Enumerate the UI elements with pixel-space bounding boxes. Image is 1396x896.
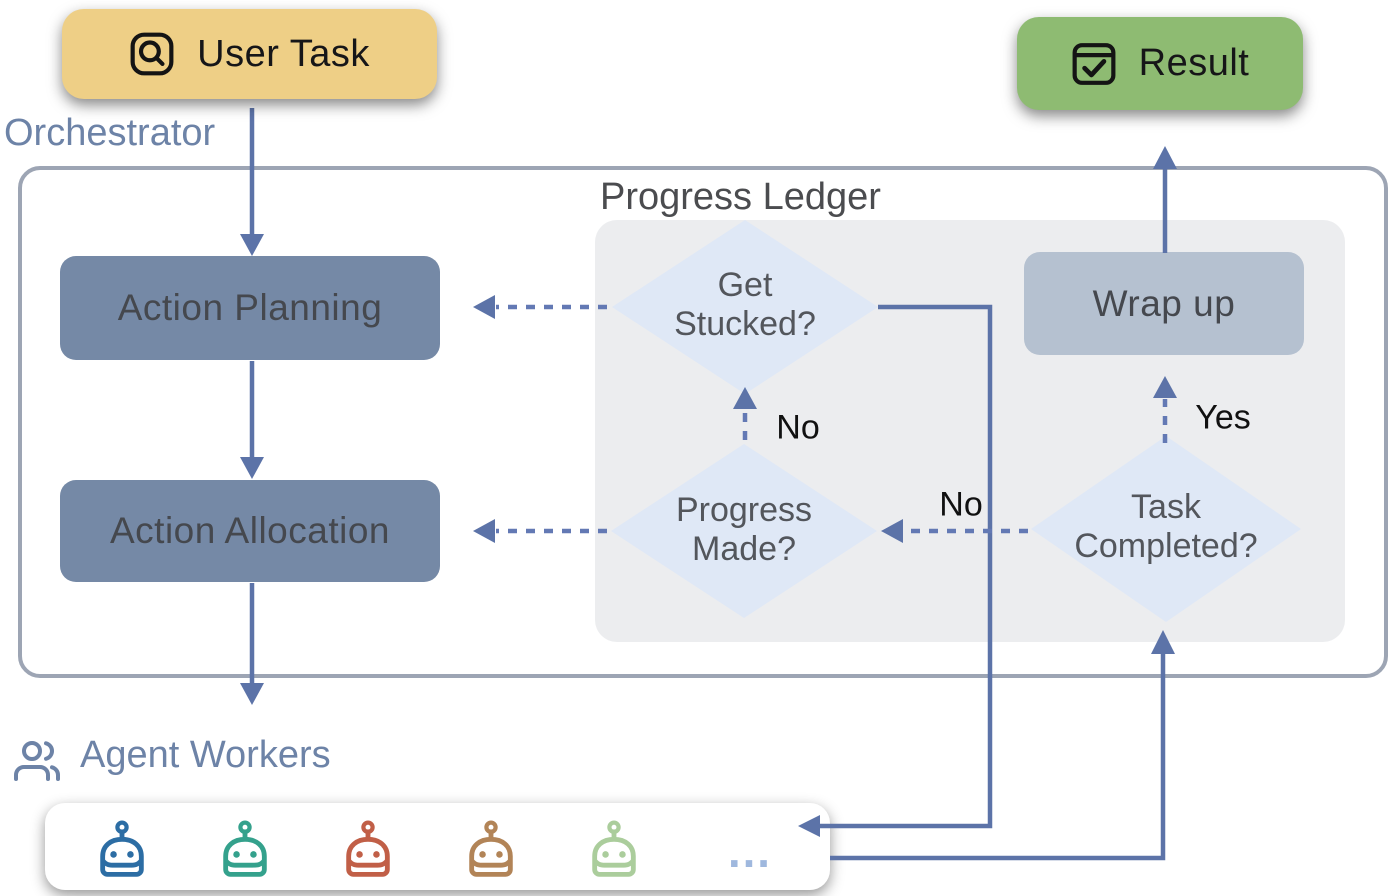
action-planning-box: Action Planning <box>60 256 440 360</box>
user-task-box: User Task <box>62 9 437 99</box>
search-box-icon <box>130 32 174 76</box>
edge-label-no-progress: No <box>776 408 820 447</box>
checkbox-result-icon <box>1072 42 1116 85</box>
edge-label-yes-completed: Yes <box>1195 398 1251 437</box>
result-box: Result <box>1017 17 1303 110</box>
action-planning-label: Action Planning <box>117 287 383 328</box>
robot-agent-icon <box>469 820 513 877</box>
progress-made-text: Progress Made? <box>675 490 813 568</box>
robot-agent-icon <box>592 820 636 877</box>
action-allocation-label: Action Allocation <box>109 510 390 551</box>
orchestrator-label: Orchestrator <box>4 112 216 154</box>
robot-agent-icon <box>223 820 267 877</box>
agent-workers-label: Agent Workers <box>80 734 331 776</box>
action-allocation-box: Action Allocation <box>60 480 440 582</box>
wrap-up-label: Wrap up <box>1092 282 1236 324</box>
get-stucked-text: Get Stucked? <box>674 265 816 343</box>
edge-label-no-completed: No <box>939 485 983 524</box>
orchestrator-container <box>18 166 1388 678</box>
agent-workers-tray: … <box>45 803 830 890</box>
task-completed-text: Task Completed? <box>1074 487 1258 565</box>
users-icon <box>14 741 60 781</box>
result-label: Result <box>1138 42 1250 84</box>
progress-ledger-label: Progress Ledger <box>600 176 881 218</box>
user-task-label: User Task <box>197 32 370 75</box>
robot-agent-icon <box>100 820 144 877</box>
wrap-up-box: Wrap up <box>1024 252 1304 355</box>
robot-agent-icon <box>346 820 390 877</box>
